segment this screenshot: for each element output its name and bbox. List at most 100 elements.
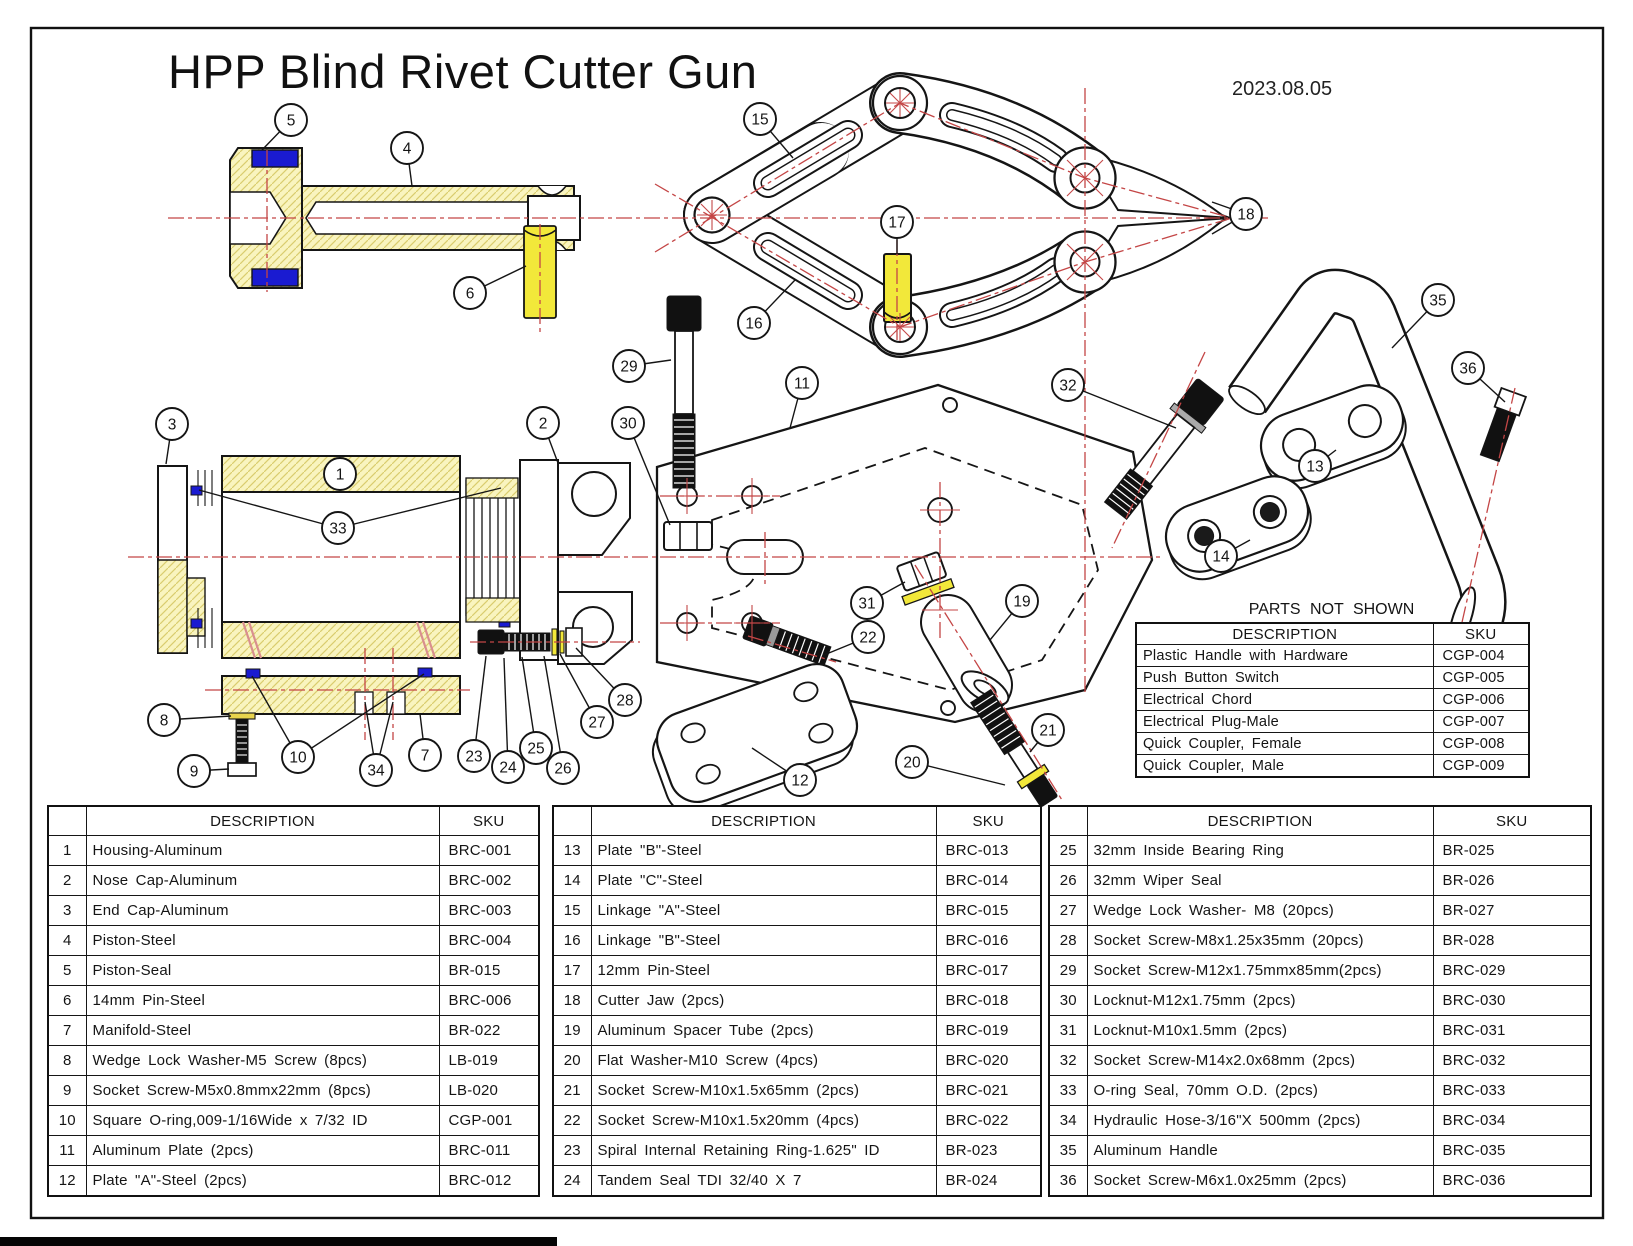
table-cell: BRC-019	[935, 1015, 1042, 1046]
table-cell: 27	[1048, 895, 1088, 926]
table-cell: O-ring Seal, 70mm O.D. (2pcs)	[1086, 1075, 1434, 1106]
callout-30: 30	[611, 406, 671, 526]
table-cell: 1	[47, 835, 87, 866]
table-cell: BR-026	[1432, 865, 1592, 896]
table-cell: CGP-006	[1432, 688, 1530, 711]
svg-text:21: 21	[1039, 723, 1056, 740]
table-cell: Socket Screw-M10x1.5x65mm (2pcs)	[590, 1075, 937, 1106]
table-cell: 32	[1048, 1045, 1088, 1076]
table-cell: Aluminum Handle	[1086, 1135, 1434, 1166]
svg-text:10: 10	[289, 750, 307, 767]
table-cell: Aluminum Spacer Tube (2pcs)	[590, 1015, 937, 1046]
callout-7: 7	[408, 713, 442, 772]
callout-35: 35	[1391, 283, 1455, 349]
table-cell: 24	[552, 1165, 592, 1197]
table-cell: Plate "C"-Steel	[590, 865, 937, 896]
table-cell: 23	[552, 1135, 592, 1166]
table-cell: 33	[1048, 1075, 1088, 1106]
svg-text:36: 36	[1459, 361, 1476, 378]
table-cell: CGP-007	[1432, 710, 1530, 733]
callout-11: 11	[785, 366, 819, 429]
table-cell: 14mm Pin-Steel	[85, 985, 440, 1016]
linkage-assembly-drawing	[683, 72, 1231, 358]
table-cell: 11	[47, 1135, 87, 1166]
table-cell: 8	[47, 1045, 87, 1076]
table-cell: 29	[1048, 955, 1088, 986]
callout-22: 22	[823, 620, 885, 656]
table-cell: BRC-001	[438, 835, 540, 866]
column-header: DESCRIPTION	[590, 805, 937, 836]
column-header: DESCRIPTION	[1135, 622, 1434, 645]
table-cell: 18	[552, 985, 592, 1016]
svg-text:28: 28	[616, 693, 633, 710]
plate-a	[651, 663, 859, 815]
table-cell: Tandem Seal TDI 32/40 X 7	[590, 1165, 937, 1197]
table-cell: LB-020	[438, 1075, 540, 1106]
table-cell: Piston-Seal	[85, 955, 440, 986]
table-cell: BRC-017	[935, 955, 1042, 986]
callout-19: 19	[989, 584, 1039, 641]
callout-2: 2	[526, 406, 560, 464]
table-cell: 20	[552, 1045, 592, 1076]
column-header: SKU	[935, 805, 1042, 836]
table-cell: 32mm Inside Bearing Ring	[1086, 835, 1434, 866]
column-header: DESCRIPTION	[85, 805, 440, 836]
callout-26: 26	[543, 655, 580, 785]
table-cell: BRC-033	[1432, 1075, 1592, 1106]
table-cell: 12mm Pin-Steel	[590, 955, 937, 986]
table-cell: Socket Screw-M5x0.8mmx22mm (8pcs)	[85, 1075, 440, 1106]
table-cell: Socket Screw-M6x1.0x25mm (2pcs)	[1086, 1165, 1434, 1197]
table-cell: LB-019	[438, 1045, 540, 1076]
callout-20: 20	[895, 745, 1006, 786]
socket-screw-m14	[1103, 378, 1224, 520]
table-cell: BRC-015	[935, 895, 1042, 926]
table-cell: BRC-035	[1432, 1135, 1592, 1166]
svg-text:2: 2	[539, 416, 548, 433]
table-cell: End Cap-Aluminum	[85, 895, 440, 926]
table-cell: Socket Screw-M8x1.25x35mm (20pcs)	[1086, 925, 1434, 956]
svg-text:20: 20	[903, 755, 921, 772]
callout-12: 12	[751, 747, 817, 797]
table-cell: Hydraulic Hose-3/16"X 500mm (2pcs)	[1086, 1105, 1434, 1136]
table-cell: Plate "B"-Steel	[590, 835, 937, 866]
table-cell: Plastic Handle with Hardware	[1135, 644, 1434, 667]
plate-c	[1164, 475, 1312, 581]
svg-text:31: 31	[858, 596, 875, 613]
table-cell: Quick Coupler, Female	[1135, 732, 1434, 755]
callout-23: 23	[457, 655, 491, 773]
svg-text:17: 17	[888, 215, 905, 232]
table-cell: 6	[47, 985, 87, 1016]
table-cell: 3	[47, 895, 87, 926]
table-cell: 36	[1048, 1165, 1088, 1197]
table-cell: BRC-012	[438, 1165, 540, 1197]
table-cell: BR-015	[438, 955, 540, 986]
callout-32: 32	[1051, 368, 1177, 429]
table-cell: 14	[552, 865, 592, 896]
table-cell: Wedge Lock Washer-M5 Screw (8pcs)	[85, 1045, 440, 1076]
table-cell: 12	[47, 1165, 87, 1197]
table-cell: Housing-Aluminum	[85, 835, 440, 866]
table-cell: Square O-ring,009-1/16Wide x 7/32 ID	[85, 1105, 440, 1136]
callout-25: 25	[519, 656, 553, 765]
table-cell: Socket Screw-M14x2.0x68mm (2pcs)	[1086, 1045, 1434, 1076]
